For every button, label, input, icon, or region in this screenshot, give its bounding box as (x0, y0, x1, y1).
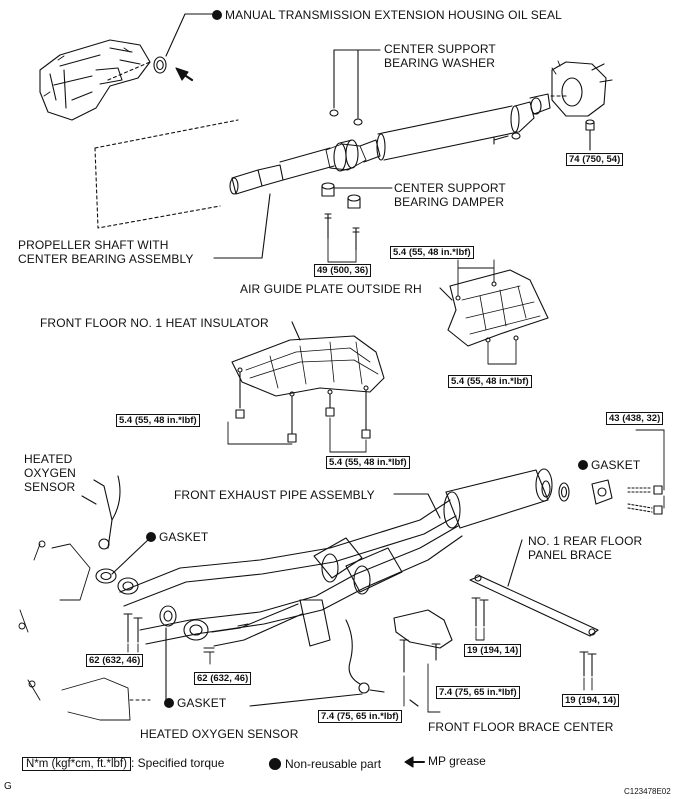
tail-flange-bolts (591, 429, 665, 515)
label-front-floor-brace-center: FRONT FLOOR BRACE CENTER (428, 720, 614, 734)
propeller-leader (213, 193, 271, 259)
legend-grease-arrow-head (404, 756, 414, 768)
torque-front-flange-right: 62 (632, 46) (194, 672, 252, 685)
corner-letter: G (4, 781, 12, 792)
air-guide-leader (439, 287, 453, 301)
air-plate-top-leader (457, 259, 495, 297)
insulator-leader (291, 321, 301, 341)
seal-dash-link (107, 61, 151, 81)
label-upper-oxygen-sensor: HEATED OXYGEN SENSOR (24, 452, 76, 494)
label-right-gasket: GASKET (578, 458, 640, 472)
extension-housing-oil-seal-drawing (153, 56, 167, 74)
torque-insulator-left: 5.4 (55, 48 in.*lbf) (116, 414, 200, 427)
air-guide-plate-drawing (447, 269, 549, 347)
upper-sensor-leader (81, 495, 97, 505)
torque-air-plate-bottom: 5.4 (55, 48 in.*lbf) (448, 375, 532, 388)
figure-id: C123478E02 (624, 787, 671, 796)
label-lower-oxygen-sensor: HEATED OXYGEN SENSOR (140, 727, 299, 741)
front-floor-brace-center-drawing (393, 609, 453, 713)
insulator-nuts (227, 371, 371, 453)
nonreusable-dot-icon (164, 698, 174, 708)
label-left-gasket: GASKET (146, 530, 208, 544)
propeller-shaft-drawing (229, 93, 551, 195)
torque-rear-flange: 74 (750, 54) (566, 153, 624, 166)
torque-air-plate-top: 5.4 (55, 48 in.*lbf) (390, 246, 474, 259)
nonreusable-dot-icon (146, 532, 156, 542)
label-csb-damper: CENTER SUPPORT BEARING DAMPER (394, 181, 506, 209)
label-front-exhaust-pipe: FRONT EXHAUST PIPE ASSEMBLY (174, 488, 375, 502)
transmission-housing-drawing (39, 39, 151, 121)
air-plate-bottom-leader (487, 339, 517, 365)
upper-oxygen-sensor-drawing (93, 475, 121, 584)
torque-front-flange-left: 62 (632, 46) (86, 654, 144, 667)
lower-oxygen-sensor-drawing (237, 619, 385, 707)
torque-insulator-right: 5.4 (55, 48 in.*lbf) (326, 456, 410, 469)
label-manual-seal: MANUAL TRANSMISSION EXTENSION HOUSING OI… (212, 8, 562, 22)
label-air-guide-plate: AIR GUIDE PLATE OUTSIDE RH (240, 282, 422, 296)
label-csb-washer: CENTER SUPPORT BEARING WASHER (384, 42, 496, 70)
torque-rear-brace-upper: 19 (194, 14) (464, 644, 522, 657)
torque-rear-brace-lower: 19 (194, 14) (562, 694, 620, 707)
propeller-dash-box (94, 119, 239, 229)
floor-brace-leader (409, 699, 419, 707)
center-support-bearing-washers (329, 59, 363, 126)
left-gasket-leader (111, 537, 151, 575)
torque-tail-bolts: 43 (438, 32) (606, 412, 664, 425)
rear-differential-drawing (551, 60, 613, 117)
legend-torque-unit: N*m (kgf*cm, ft.*lbf) (22, 757, 131, 771)
legend-nonreusable: Non-reusable part (285, 757, 382, 771)
torque-floor-brace-right: 7.4 (75, 65 in.*lbf) (436, 686, 520, 699)
grease-arrow-head (175, 67, 189, 81)
center-bearing-bolts (324, 213, 360, 263)
label-propeller-shaft: PROPELLER SHAFT WITH CENTER BEARING ASSE… (18, 238, 194, 266)
heat-insulator-drawing (231, 335, 385, 397)
left-pipe-bolts (123, 605, 215, 701)
legend-nonreusable-dot (268, 757, 282, 771)
label-bottom-gasket: GASKET (164, 696, 226, 710)
legend-torque-text: : Specified torque (130, 756, 225, 770)
nonreusable-dot-icon (212, 10, 222, 20)
right-gasket-drawing (558, 482, 570, 502)
rear-flange-bolts (493, 119, 595, 151)
nonreusable-dot-icon (578, 460, 588, 470)
label-rear-floor-brace: NO. 1 REAR FLOOR PANEL BRACE (528, 534, 643, 562)
front-exhaust-pipe-drawing (117, 468, 553, 647)
torque-center-bearing: 49 (500, 36) (314, 264, 372, 277)
label-floor-insulator: FRONT FLOOR NO. 1 HEAT INSULATOR (40, 316, 269, 330)
front-exhaust-leader (393, 493, 441, 519)
seal-leader (165, 13, 213, 57)
center-support-bearing-dampers (321, 182, 361, 209)
rear-floor-panel-brace-drawing (469, 574, 599, 691)
legend-torque: N*m (kgf*cm, ft.*lbf): Specified torque (22, 755, 224, 772)
legend-grease: MP grease (428, 754, 486, 768)
rear-brace-leader (507, 539, 523, 587)
left-engine-outline (18, 540, 151, 721)
torque-floor-brace-left: 7.4 (75, 65 in.*lbf) (318, 710, 402, 723)
washer-leader (333, 49, 381, 73)
